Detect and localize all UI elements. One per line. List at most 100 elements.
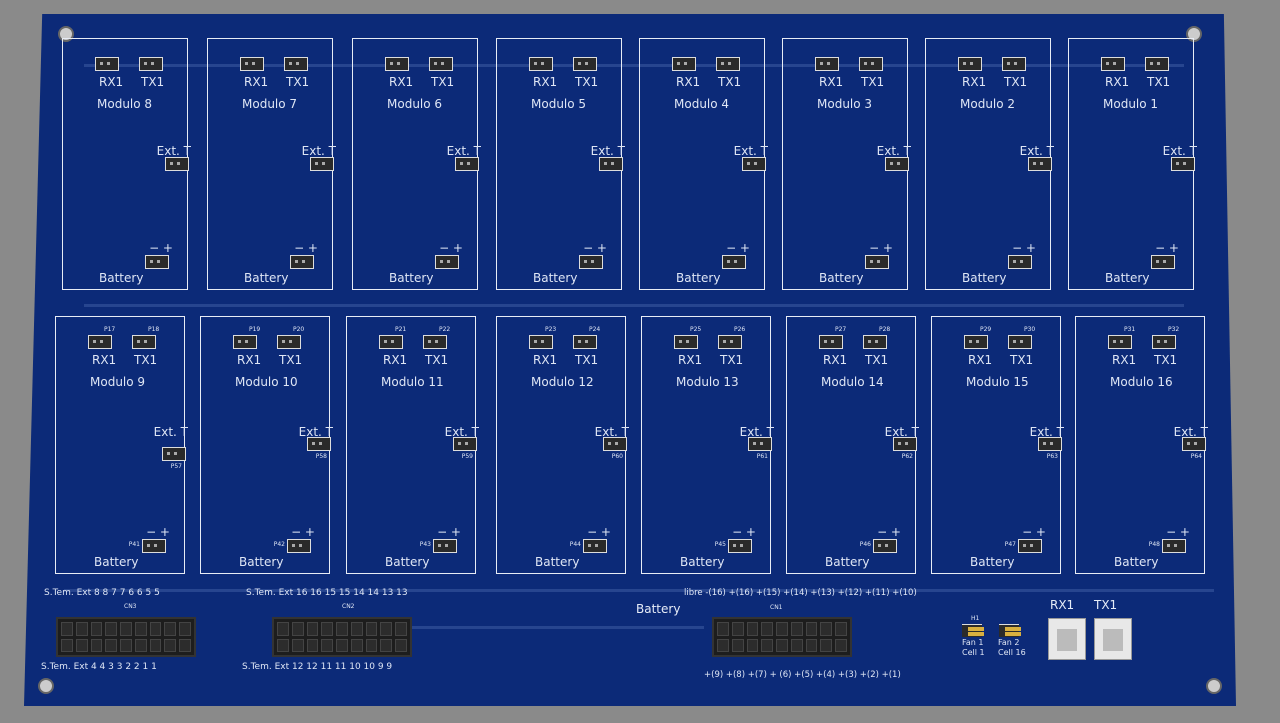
ext-t-label: Ext. T bbox=[1019, 144, 1054, 158]
battery-header[interactable] bbox=[722, 255, 746, 269]
module-name: Modulo 9 bbox=[90, 375, 146, 389]
battery-header[interactable] bbox=[873, 539, 897, 553]
connector-pin-slot bbox=[805, 638, 818, 652]
cn2-top-label: S.Tem. Ext 16 16 15 15 14 14 13 13 bbox=[246, 588, 408, 598]
tx-header[interactable] bbox=[1002, 57, 1026, 71]
rx-header[interactable] bbox=[88, 335, 112, 349]
tx-header[interactable] bbox=[718, 335, 742, 349]
ext-t-header[interactable] bbox=[893, 437, 917, 451]
tx-header[interactable] bbox=[859, 57, 883, 71]
polarity-label: − + bbox=[1022, 525, 1046, 539]
battery-header[interactable] bbox=[583, 539, 607, 553]
ext-t-header[interactable] bbox=[603, 437, 627, 451]
battery-label: Battery bbox=[680, 555, 725, 569]
rx-header[interactable] bbox=[240, 57, 264, 71]
ext-t-header[interactable] bbox=[1038, 437, 1062, 451]
cn3-connector[interactable] bbox=[56, 617, 196, 657]
ext-t-header[interactable] bbox=[307, 437, 331, 451]
connector-pin-slot bbox=[805, 622, 818, 636]
connector-pin-slot bbox=[75, 622, 88, 636]
cn2-connector[interactable] bbox=[272, 617, 412, 657]
tx-pad-ref: P26 bbox=[734, 326, 746, 333]
ext-t-header[interactable] bbox=[748, 437, 772, 451]
cn1-connector[interactable] bbox=[712, 617, 852, 657]
ext-t-label: Ext. T bbox=[1029, 425, 1064, 439]
battery-header[interactable] bbox=[1151, 255, 1175, 269]
rx-header[interactable] bbox=[815, 57, 839, 71]
rx-label: RX1 bbox=[389, 75, 414, 89]
tx-header[interactable] bbox=[284, 57, 308, 71]
ext-pad-ref: P63 bbox=[1046, 453, 1058, 460]
fan-2-header[interactable] bbox=[999, 624, 1021, 637]
tx-header[interactable] bbox=[573, 57, 597, 71]
ext-t-header[interactable] bbox=[310, 157, 334, 171]
tx-header[interactable] bbox=[139, 57, 163, 71]
ext-t-header[interactable] bbox=[1182, 437, 1206, 451]
connector-pin-slot bbox=[746, 622, 759, 636]
battery-header[interactable] bbox=[435, 255, 459, 269]
battery-header[interactable] bbox=[579, 255, 603, 269]
rx-header[interactable] bbox=[819, 335, 843, 349]
ext-t-header[interactable] bbox=[599, 157, 623, 171]
rx-label: RX1 bbox=[676, 75, 701, 89]
tx-label: TX1 bbox=[279, 353, 303, 367]
rx-pad-ref: P21 bbox=[395, 326, 407, 333]
tx-header[interactable] bbox=[423, 335, 447, 349]
battery-header[interactable] bbox=[728, 539, 752, 553]
cn3-top-label: S.Tem. Ext 8 8 7 7 6 6 5 5 bbox=[44, 588, 160, 598]
tx-header[interactable] bbox=[132, 335, 156, 349]
battery-header[interactable] bbox=[1162, 539, 1186, 553]
rx-header[interactable] bbox=[672, 57, 696, 71]
ext-t-label: Ext. T bbox=[1173, 425, 1208, 439]
connector-pin-slot bbox=[717, 638, 729, 652]
polarity-label: − + bbox=[726, 241, 750, 255]
rx-header[interactable] bbox=[95, 57, 119, 71]
battery-pad-ref: P48 bbox=[1148, 541, 1160, 548]
tx-header[interactable] bbox=[1008, 335, 1032, 349]
tx-header[interactable] bbox=[1152, 335, 1176, 349]
ext-t-header[interactable] bbox=[1028, 157, 1052, 171]
ext-t-header[interactable] bbox=[453, 437, 477, 451]
fan-1-header[interactable] bbox=[962, 624, 984, 637]
uart-tx-connector[interactable] bbox=[1094, 618, 1132, 660]
rx-header[interactable] bbox=[674, 335, 698, 349]
rx-header[interactable] bbox=[379, 335, 403, 349]
tx-header[interactable] bbox=[716, 57, 740, 71]
uart-rx-connector[interactable] bbox=[1048, 618, 1086, 660]
connector-pin-slot bbox=[120, 638, 132, 652]
ext-t-header[interactable] bbox=[455, 157, 479, 171]
tx-header[interactable] bbox=[429, 57, 453, 71]
rx-label: RX1 bbox=[92, 353, 117, 367]
rx-header[interactable] bbox=[1101, 57, 1125, 71]
battery-header[interactable] bbox=[1008, 255, 1032, 269]
rx-header[interactable] bbox=[1108, 335, 1132, 349]
battery-header[interactable] bbox=[1018, 539, 1042, 553]
battery-header[interactable] bbox=[287, 539, 311, 553]
rx-header[interactable] bbox=[233, 335, 257, 349]
ext-t-header[interactable] bbox=[885, 157, 909, 171]
rx-header[interactable] bbox=[529, 335, 553, 349]
tx-header[interactable] bbox=[863, 335, 887, 349]
battery-header[interactable] bbox=[290, 255, 314, 269]
battery-header[interactable] bbox=[433, 539, 457, 553]
ext-t-header[interactable] bbox=[165, 157, 189, 171]
ext-t-label: Ext. T bbox=[739, 425, 774, 439]
tx-header[interactable] bbox=[573, 335, 597, 349]
ext-t-header[interactable] bbox=[742, 157, 766, 171]
ext-t-label: Ext. T bbox=[876, 144, 911, 158]
polarity-label: − + bbox=[291, 525, 315, 539]
rx-header[interactable] bbox=[385, 57, 409, 71]
battery-header[interactable] bbox=[865, 255, 889, 269]
ext-t-header[interactable] bbox=[1171, 157, 1195, 171]
battery-header[interactable] bbox=[145, 255, 169, 269]
battery-header[interactable] bbox=[142, 539, 166, 553]
tx-header[interactable] bbox=[277, 335, 301, 349]
rx-header[interactable] bbox=[958, 57, 982, 71]
ext-t-header[interactable] bbox=[162, 447, 186, 461]
connector-pin-slot bbox=[790, 638, 803, 652]
rx-header[interactable] bbox=[964, 335, 988, 349]
connector-pin-slot bbox=[90, 638, 103, 652]
cn1-title: Battery bbox=[636, 602, 681, 616]
rx-header[interactable] bbox=[529, 57, 553, 71]
tx-header[interactable] bbox=[1145, 57, 1169, 71]
